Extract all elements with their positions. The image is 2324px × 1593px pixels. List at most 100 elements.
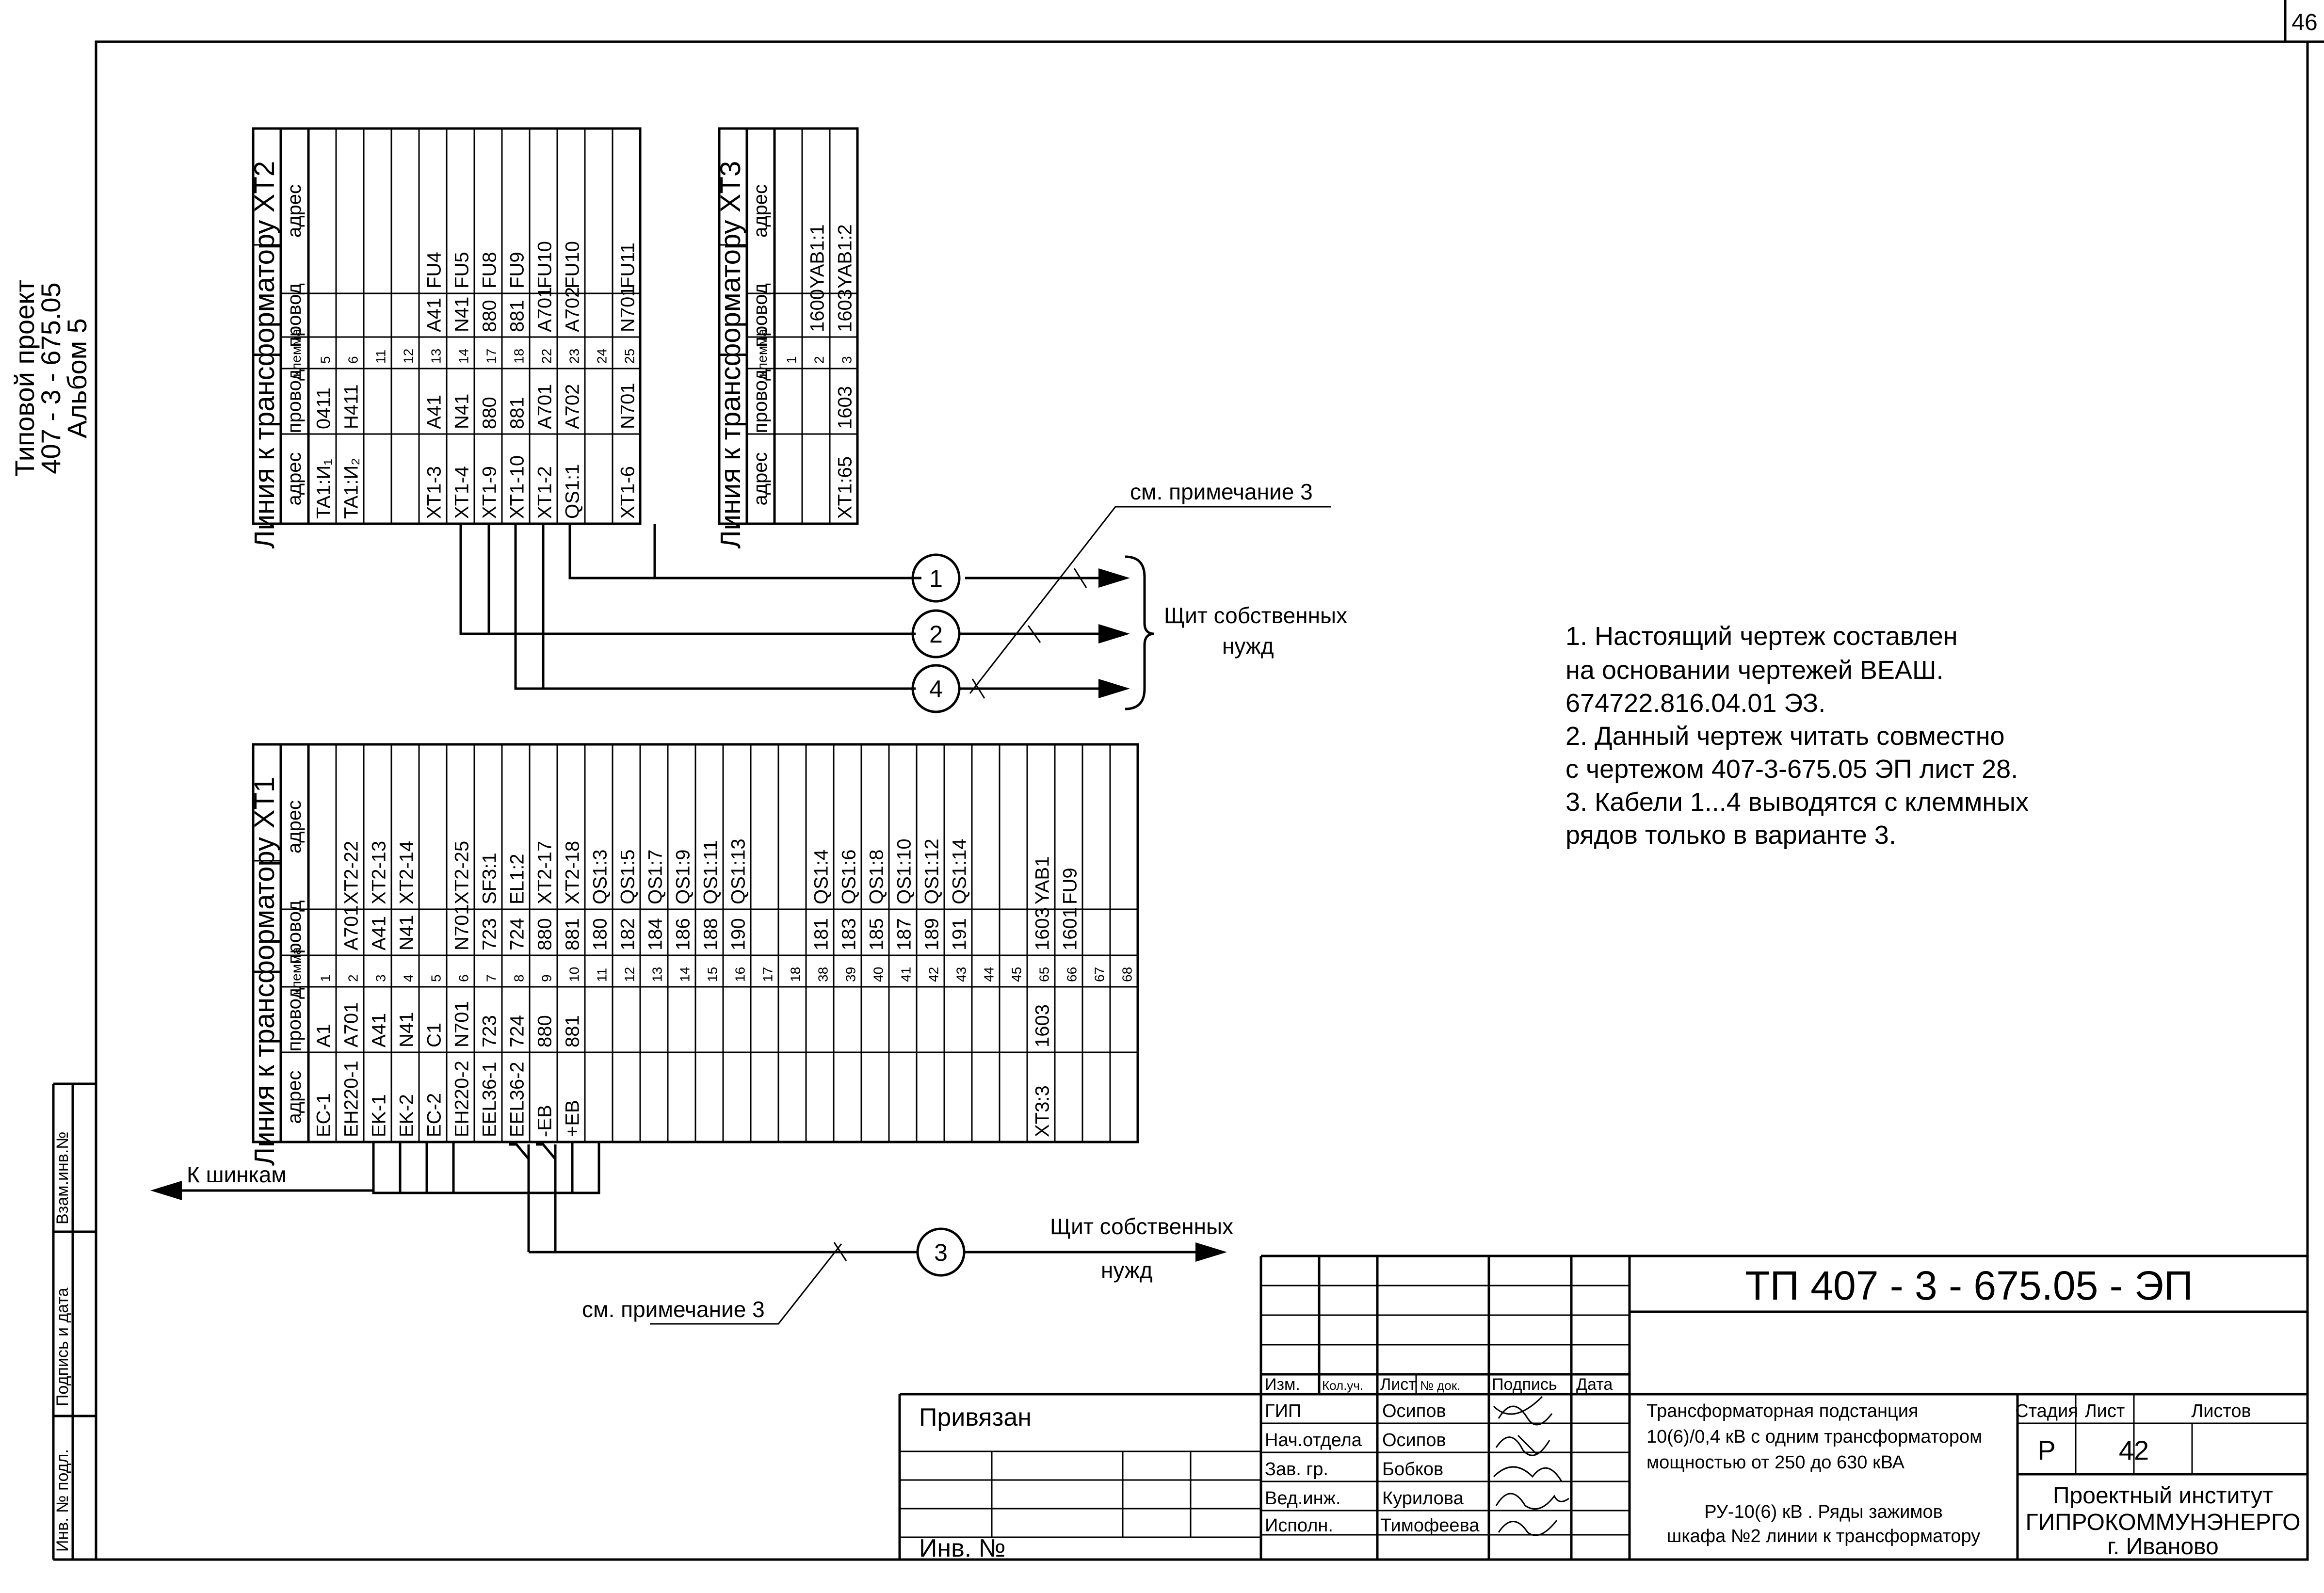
xt1-cell: QS1:7 [645,850,666,904]
xt1-cell: 881 [562,918,583,950]
xt1-cell: 1603 [1032,907,1053,950]
xt2-cell: A702 [562,384,583,429]
tb-head-izm: Изм. [1265,1375,1300,1394]
drawing-frame [95,40,2309,1561]
xt1-cell: 5 [428,974,443,982]
xt1-cell: 7 [484,974,499,982]
xt1-cell: EEL36-1 [479,1062,500,1137]
sheet-title: РУ-10(6) кВ . Ряды зажимов шкафа №2 лини… [1667,1502,1981,1546]
shield-top-label-1: Щит собственных [1164,603,1347,628]
svg-text:рядов только в варианте 3.: рядов только в варианте 3. [1565,821,1896,850]
terminal-table-xt2: Линия к трансформаторуXT2адреспроводклем… [249,127,642,549]
xt2-cell: 13 [428,349,443,364]
xt2-cell: A41 [423,395,445,429]
side-stamp-replace: Взам.инв.№ [53,1131,72,1224]
xt1-cell: QS1:10 [893,838,915,904]
xt1-cell: EH220-1 [340,1061,362,1137]
xt2-cell: XT1-2 [534,466,555,519]
xt3-cell: YAB1:2 [834,224,855,289]
svg-text:ГИП: ГИП [1265,1401,1301,1421]
xt2-cell: 12 [401,349,416,364]
xt2-cell: 5 [318,356,333,364]
notes-block: 1. Настоящий чертеж составлен на основан… [1565,622,2029,850]
xt2-cell: XT1-10 [506,455,528,519]
svg-text:Осипов: Осипов [1382,1401,1446,1421]
xt2-cell: FU5 [451,252,472,289]
wiring-xt2 [459,506,1331,710]
cable-1: 1 [911,553,961,603]
xt1-cell: QS1:9 [672,850,694,904]
side-project-code: 407 - 3 - 675.05 [35,282,66,474]
side-project-label: Типовой проект [9,280,40,477]
xt3-cell: 1603 [834,289,855,332]
xt1-col-header: провод [284,988,305,1052]
xt3-cell: YAB1:1 [807,224,828,289]
xt1-cell: YAB1 [1032,856,1053,904]
xt1-cell: 10 [566,967,581,982]
xt1-cell: 18 [788,967,803,982]
xt2-cell: FU10 [562,241,583,289]
xt2-cell: TA1:И₁ [313,459,334,519]
xt2-cell: 25 [622,349,637,364]
xt2-cell: 880 [479,397,500,429]
svg-text:Тимофеева: Тимофеева [1380,1515,1480,1536]
xt1-cell: 8 [511,974,526,982]
svg-text:Осипов: Осипов [1382,1430,1446,1450]
xt2-cell: 18 [511,349,526,364]
xt1-cell: 6 [456,974,471,982]
xt3-col-header: адрес [750,452,771,505]
xt1-cell: 880 [534,918,555,950]
xt1-cell: EK-2 [396,1094,417,1137]
title-block [898,1255,2308,1560]
cable-2: 2 [911,609,961,659]
xt2-col-header: клемма [289,329,304,377]
signatures [1493,1396,1569,1536]
xt3-cell: 1603 [834,386,855,429]
svg-text:Зав. гр.: Зав. гр. [1265,1459,1328,1480]
xt2-cell: XT1-6 [617,466,638,519]
xt2-cell: XT1-4 [451,466,472,519]
shield-bottom-label-2: нужд [1101,1257,1153,1283]
xt3-col-header: клемма [755,329,770,377]
xt1-cell: EC-1 [313,1093,334,1137]
xt1-cell: EK-1 [368,1094,389,1137]
xt2-cell: 14 [456,349,471,364]
cable-3: 3 [916,1227,966,1277]
xt2-col-header: адрес [284,184,305,238]
svg-text:мощностью от 250 до 630 кВА: мощностью от 250 до 630 кВА [1646,1452,1905,1473]
xt1-col-header: адрес [284,800,305,853]
xt2-line-header: Линия к трансформатору [249,220,280,549]
svg-text:10(6)/0,4 кВ с одним трансформ: 10(6)/0,4 кВ с одним трансформатором [1646,1427,1982,1447]
xt1-cell: 191 [949,918,970,950]
xt1-line-header: Линия к трансформатору [249,837,280,1166]
xt2-cell: FU9 [506,252,528,289]
xt1-cell: 723 [479,1015,500,1047]
xt1-cell: 184 [645,918,666,950]
xt1-cell: 186 [672,918,694,950]
xt1-cell: A701 [340,905,362,950]
xt1-cell: +EB [562,1100,583,1137]
xt1-cell: 13 [649,967,664,982]
xt3-col-header: провод [750,370,771,434]
svg-text:Проектный институт: Проектный институт [2053,1483,2273,1509]
xt1-cell: 38 [815,967,830,982]
xt1-cell: 188 [700,918,721,950]
object-description: Трансформаторная подстанция 10(6)/0,4 кВ… [1646,1401,1982,1473]
xt1-cell: 11 [594,968,609,982]
xt2-cell: XT1-9 [479,466,500,519]
xt1-cell: 880 [534,1015,555,1047]
xt3-col-header: адрес [750,184,771,238]
xt3-cell: 2 [811,356,826,364]
xt1-cell: 2 [345,974,360,982]
xt1-cell: XT2-22 [340,841,362,904]
xt1-cell: N41 [396,915,417,950]
xt2-cell: 881 [506,300,528,332]
svg-text:674722.816.04.01 ЭЗ.: 674722.816.04.01 ЭЗ. [1565,689,1825,718]
xt1-cell: 44 [981,967,996,982]
xt1-cell: 3 [373,974,388,982]
xt2-cell: A41 [423,298,445,332]
svg-text:на основании чертежей ВЕАШ.: на основании чертежей ВЕАШ. [1565,656,1943,685]
xt1-cell: EEL36-2 [506,1062,528,1137]
svg-text:1. Настоящий чертеж составлен: 1. Настоящий чертеж составлен [1565,622,1958,651]
